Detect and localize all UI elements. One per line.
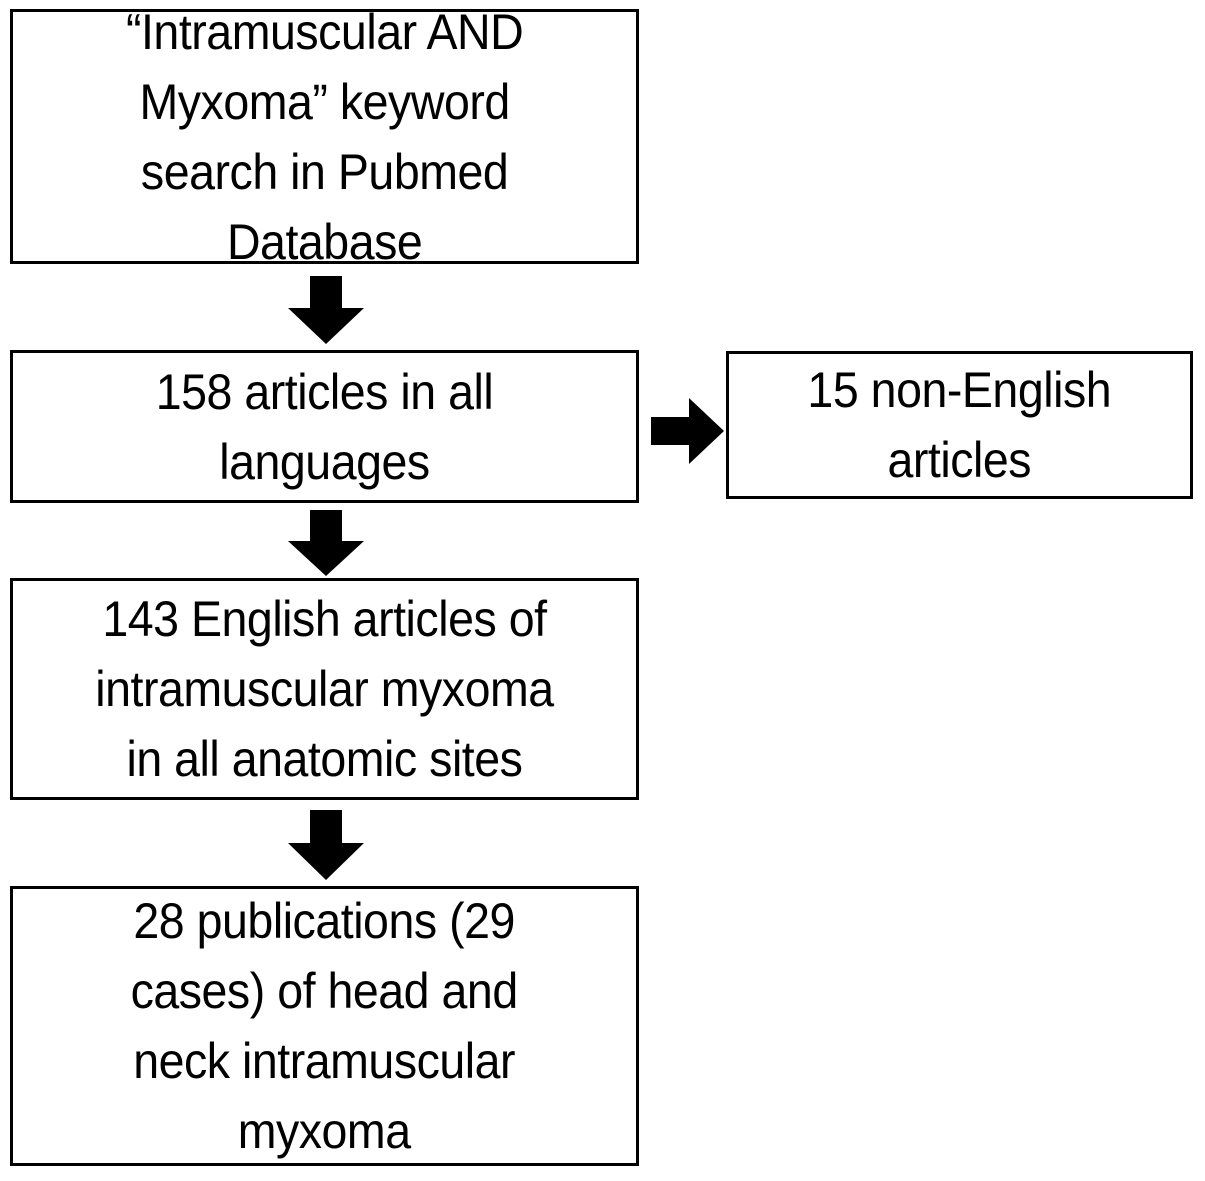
flowchart-node-english-all-sites-label: 143 English articles of intramuscular my…	[95, 591, 554, 787]
flowchart-node-search: “Intramuscular AND Myxoma” keyword searc…	[10, 4, 639, 270]
flowchart-node-non-english-label: 15 non-English articles	[807, 362, 1112, 488]
arrow-down-icon	[288, 510, 364, 576]
arrow-down-icon	[288, 810, 364, 880]
flowchart-node-final: 28 publications (29 cases) of head and n…	[10, 886, 639, 1166]
flowchart-node-search-label: “Intramuscular AND Myxoma” keyword searc…	[125, 3, 524, 270]
flowchart-node-all-languages-label: 158 articles in all languages	[155, 363, 494, 490]
flowchart-node-non-english: 15 non-English articles	[726, 351, 1193, 499]
flowchart-node-english-all-sites: 143 English articles of intramuscular my…	[10, 578, 639, 800]
arrow-down-icon	[288, 276, 364, 344]
arrow-right-icon	[651, 398, 724, 464]
flowchart-node-final-label: 28 publications (29 cases) of head and n…	[130, 893, 519, 1159]
flowchart-node-all-languages: 158 articles in all languages	[10, 350, 639, 503]
